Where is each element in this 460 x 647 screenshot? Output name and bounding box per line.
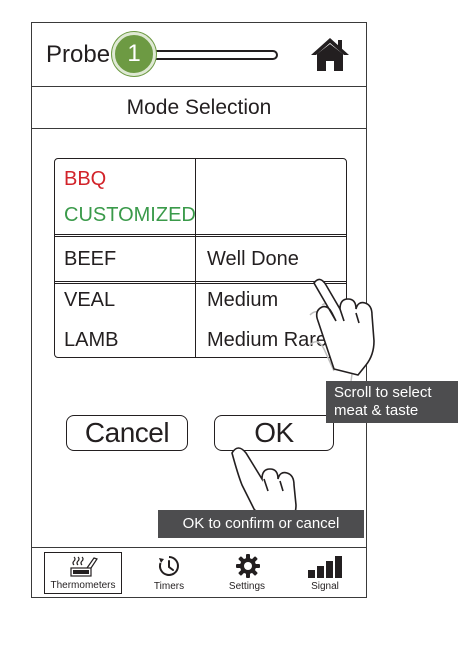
gear-icon (236, 554, 260, 578)
taste-option-medium-rare[interactable]: Medium Rare (207, 329, 328, 351)
ok-button[interactable]: OK (214, 415, 334, 451)
probe-header: Probe 1 (32, 23, 366, 87)
scroll-hand-icon (302, 255, 382, 405)
ok-callout: OK to confirm or cancel (158, 510, 364, 538)
row-divider (55, 234, 346, 237)
bbq-mode-label[interactable]: BBQ (64, 168, 107, 190)
signal-icon (308, 556, 344, 578)
timer-icon (157, 554, 181, 578)
bottom-tab-bar: Thermometers Timers (32, 547, 366, 597)
taste-option-well-done[interactable]: Well Done (207, 248, 299, 270)
tab-settings[interactable]: Settings (208, 552, 286, 594)
tab-label: Settings (228, 581, 266, 592)
tab-signal[interactable]: Signal (286, 552, 364, 594)
row-divider (55, 281, 346, 284)
tab-label: Signal (311, 581, 339, 592)
column-divider (195, 159, 196, 357)
meat-option-veal[interactable]: VEAL (64, 289, 116, 311)
meat-option-lamb[interactable]: LAMB (64, 329, 119, 351)
tab-label: Timers (153, 581, 185, 592)
cancel-button[interactable]: Cancel (66, 415, 188, 451)
app-screen: Probe 1 Mode Selection BBQ CUSTOMIZED BE… (31, 22, 375, 598)
meat-option-beef[interactable]: BEEF (64, 248, 117, 270)
scroll-callout: Scroll to select meat & taste (326, 381, 458, 423)
taste-option-medium[interactable]: Medium (207, 289, 279, 311)
thermometer-icon (69, 556, 99, 578)
tab-timers[interactable]: Timers (130, 552, 208, 594)
mode-selection-title: Mode Selection (32, 87, 366, 129)
probe-number: 1 (127, 40, 141, 67)
home-icon[interactable] (310, 37, 350, 73)
tab-label: Thermometers (50, 580, 116, 591)
probe-selector-knob[interactable]: 1 (112, 32, 156, 76)
probe-label: Probe (46, 41, 111, 68)
meat-taste-selector[interactable]: BBQ CUSTOMIZED BEEF Well Done VEAL Mediu… (54, 158, 347, 358)
customized-mode-label[interactable]: CUSTOMIZED (64, 204, 196, 226)
probe-slider-track[interactable] (144, 50, 278, 60)
tab-thermometers[interactable]: Thermometers (44, 552, 122, 594)
